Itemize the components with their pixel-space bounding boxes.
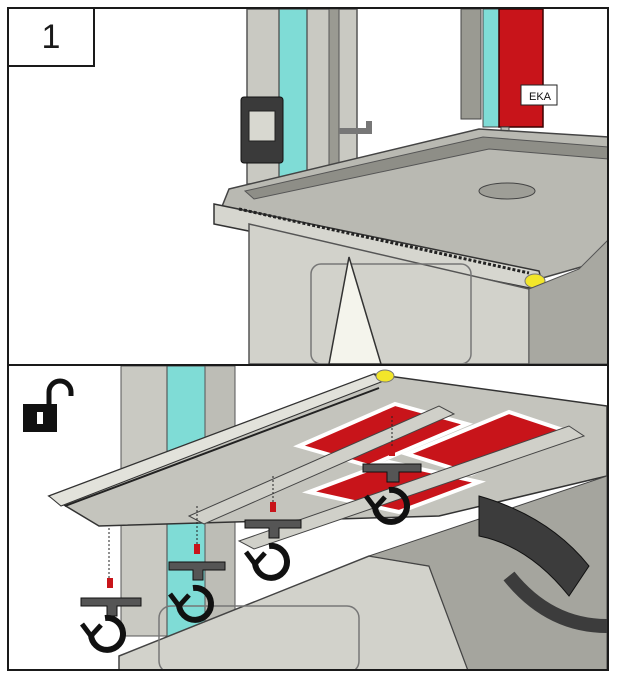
cabinet-right — [368, 475, 607, 669]
cabinet-door — [310, 263, 472, 364]
trunnion — [478, 495, 590, 597]
crossbar-2 — [237, 425, 586, 550]
knob-2 — [168, 506, 226, 581]
trunnion-arc — [503, 571, 607, 633]
unlock-icon — [23, 378, 74, 432]
cyan-guard — [278, 9, 308, 180]
top-panel-illustration: EKA — [213, 9, 607, 364]
rotate-counterclockwise-icon — [168, 584, 214, 623]
rotate-counterclockwise-icon — [80, 614, 126, 653]
column-edge — [328, 9, 340, 175]
rail-scale — [238, 207, 530, 275]
knob-3 — [244, 476, 302, 539]
rotate-counterclockwise-icon — [364, 486, 410, 525]
label-plate — [520, 84, 558, 106]
panel-divider — [9, 364, 607, 366]
red-blade-guard — [498, 9, 544, 128]
pipe — [339, 121, 372, 134]
table-groove — [243, 136, 607, 200]
cabinet-door-bottom — [158, 605, 360, 669]
table-edge-line — [64, 387, 380, 507]
blade-post — [460, 9, 482, 120]
table-front-edge — [48, 373, 382, 507]
step-number: 1 — [41, 17, 61, 56]
yellow-end-cap-bottom — [375, 369, 395, 383]
step-number-badge: 1 — [9, 9, 95, 67]
crossbar-1 — [187, 405, 456, 525]
cabinet-side — [528, 240, 607, 364]
base-cabinet — [248, 223, 530, 364]
instruction-frame: 1 EKA — [7, 7, 609, 671]
rotate-counterclockwise-icon — [244, 542, 290, 581]
zoom-callout-wedge — [328, 256, 382, 364]
knob-1 — [80, 528, 142, 617]
knob-4 — [362, 416, 422, 483]
table-insert — [478, 182, 536, 200]
switch-face — [248, 110, 276, 142]
label-plate-text: EKA — [529, 91, 552, 103]
blade-guard-cyan — [482, 9, 500, 128]
bottom-panel-illustration — [23, 366, 607, 669]
